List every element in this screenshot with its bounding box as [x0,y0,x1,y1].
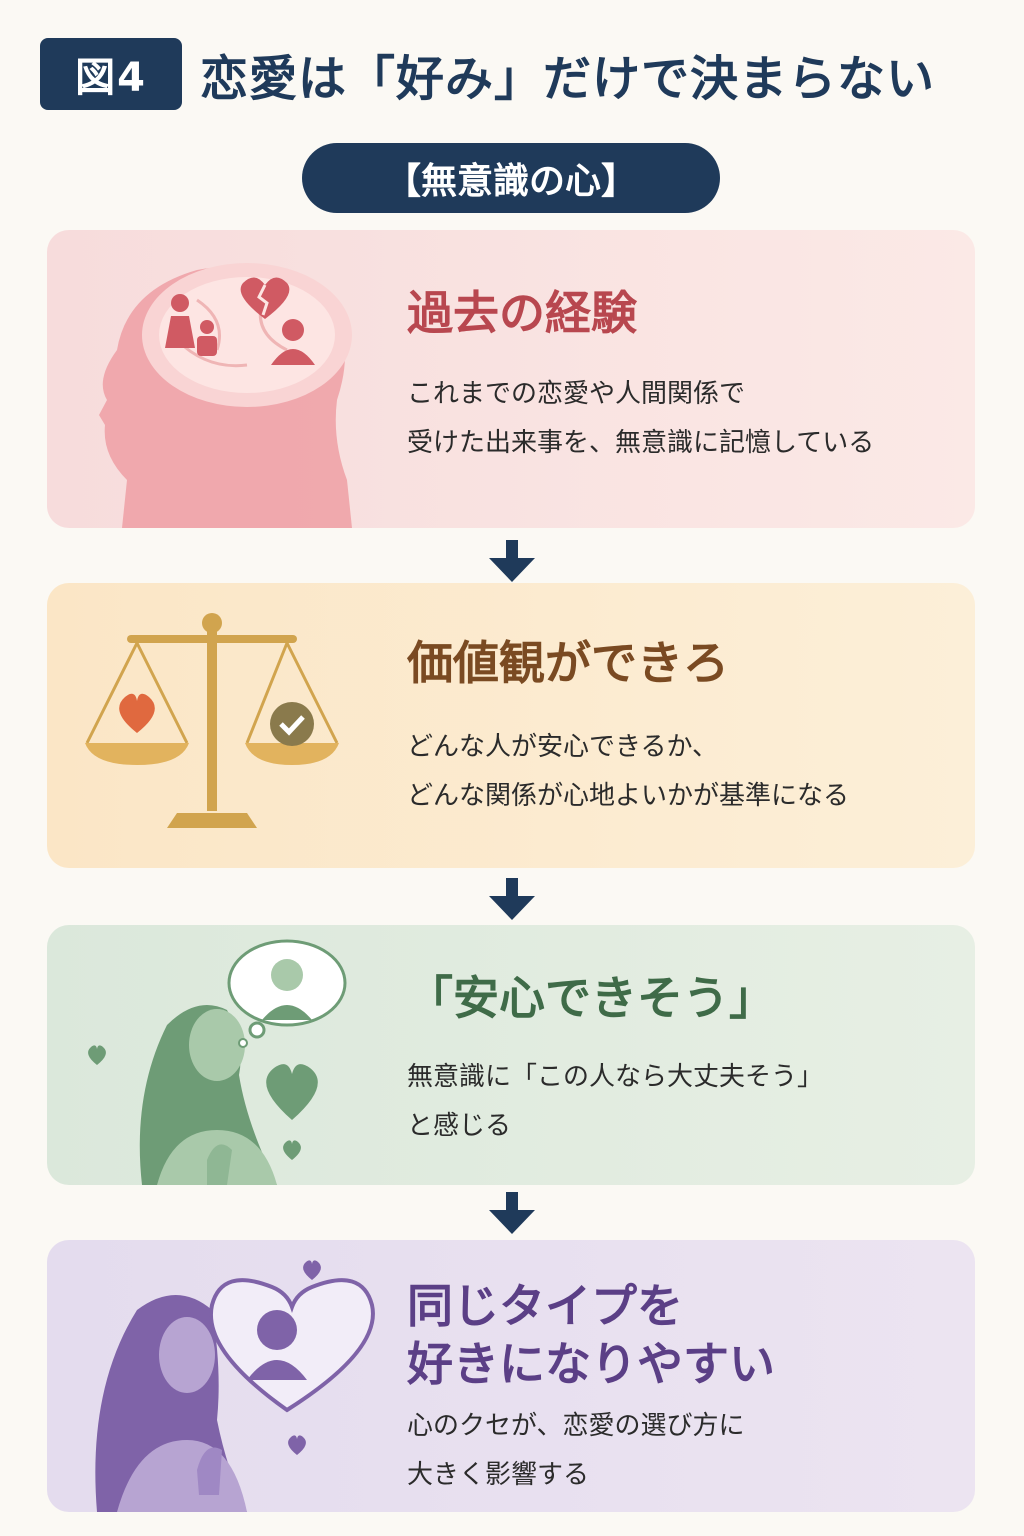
card-description: これまでの恋愛や人間関係で 受けた出来事を、無意識に記憶している [407,379,875,459]
down-arrow-icon [489,878,535,920]
down-arrow-icon [489,540,535,582]
card-heading: 「安心できそう」 [407,971,775,1025]
woman-heart-icon [95,1260,375,1512]
page-title: 恋愛は「好み」だけで決まらない [200,51,936,107]
down-arrow-icon [489,1192,535,1234]
figure-badge: 図4 [40,38,182,110]
card-description: 心のクセが、恋愛の選び方に 大きく影響する [407,1411,745,1491]
balance-scale-icon [85,613,339,828]
card-heading: 同じタイプを 好きになりやすい [407,1279,775,1391]
head-with-memories-icon [99,263,352,528]
card-description: どんな人が安心できるか、 どんな関係が心地よいかが基準になる [407,732,850,812]
card-values: 価値観ができろ どんな人が安心できるか、 どんな関係が心地よいかが基準になる [47,583,975,868]
card-description: 無意識に「この人なら大丈夫そう」 と感じる [407,1062,824,1142]
card-same-type: 同じタイプを 好きになりやすい 心のクセが、恋愛の選び方に 大きく影響する [47,1240,975,1512]
card-heading: 価値観ができろ [407,636,729,690]
card-past-experience: 過去の経験 これまでの恋愛や人間関係で 受けた出来事を、無意識に記憶している [47,230,975,528]
card-heading: 過去の経験 [407,286,637,340]
card-sense-of-safety: 「安心できそう」 無意識に「この人なら大丈夫そう」 と感じる [47,925,975,1185]
woman-thinking-icon [88,939,347,1185]
section-label: 【無意識の心】 [302,143,720,213]
